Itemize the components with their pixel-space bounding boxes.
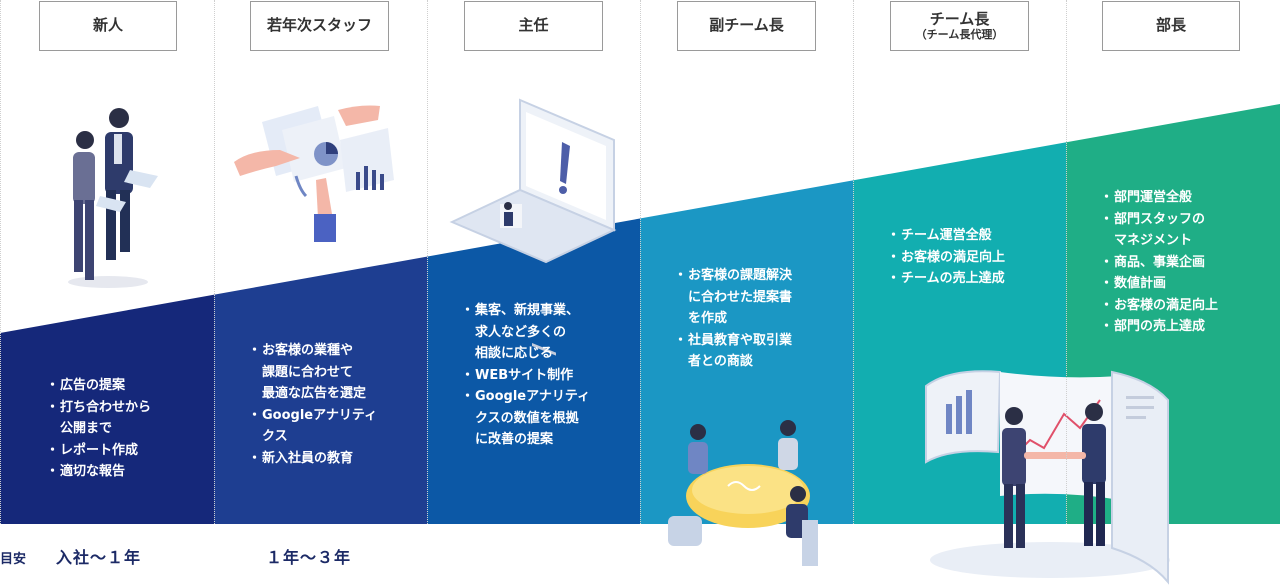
header-junior-staff: 若年次スタッフ <box>250 1 389 51</box>
duties-department-head: 部門運営全般部門スタッフのマネジメント商品、事業企画数値計画お客様の満足向上部門… <box>1100 187 1272 338</box>
leader-illustration <box>925 370 1170 585</box>
duties-chief: 集客、新規事業、求人など多くの相談に応じるWEBサイト制作Googleアナリティ… <box>461 300 631 451</box>
footer-period-2: １年〜３年 <box>266 548 352 567</box>
column-divider <box>640 0 641 524</box>
duties-team-leader: チーム運営全般お客様の満足向上チームの売上達成 <box>887 225 1057 290</box>
vice-leader-illustration <box>668 420 818 566</box>
column-divider <box>1066 0 1067 524</box>
header-title: チーム長 <box>929 9 990 28</box>
footer-period-1: 入社〜１年 <box>56 548 142 567</box>
duties-vice-leader: お客様の課題解決に合わせた提案書を作成社員教育や取引業者との商談 <box>674 265 844 373</box>
duty-item: お客様の満足向上 <box>1100 295 1272 317</box>
header-title: 部長 <box>1155 16 1186 35</box>
header-newcomer: 新人 <box>39 1 177 51</box>
junior-staff-illustration <box>234 105 394 242</box>
column-divider <box>0 0 1 524</box>
header-vice-leader: 副チーム長 <box>677 1 816 51</box>
duty-item: 適切な報告 <box>46 461 208 483</box>
duty-item: 広告の提案 <box>46 375 208 397</box>
header-title: 若年次スタッフ <box>266 16 372 35</box>
duties-newcomer: 広告の提案打ち合わせから公開までレポート作成適切な報告 <box>46 375 208 483</box>
header-subtitle: （チーム長代理） <box>915 27 1004 41</box>
duty-item: チームの売上達成 <box>887 268 1057 290</box>
header-title: 副チーム長 <box>709 16 784 35</box>
footer-guide-label: 目安 <box>0 552 27 567</box>
duty-item: お客様の満足向上 <box>887 247 1057 269</box>
header-title: 新人 <box>92 16 123 35</box>
duties-junior-staff: お客様の業種や課題に合わせて最適な広告を選定Googleアナリティクス新入社員の… <box>248 340 418 470</box>
duty-item: 部門の売上達成 <box>1100 316 1272 338</box>
column-divider <box>214 0 215 524</box>
header-title: 主任 <box>518 16 549 35</box>
newcomer-illustration <box>68 108 158 288</box>
header-department-head: 部長 <box>1102 1 1240 51</box>
duty-item: 商品、事業企画 <box>1100 252 1272 274</box>
header-team-leader: チーム長 （チーム長代理） <box>890 1 1029 51</box>
chief-illustration <box>449 98 617 356</box>
duty-item: WEBサイト制作 <box>461 365 631 387</box>
duty-item: 新入社員の教育 <box>248 448 418 470</box>
column-divider <box>427 0 428 524</box>
header-chief: 主任 <box>464 1 603 51</box>
column-divider <box>853 0 854 524</box>
duty-item: レポート作成 <box>46 440 208 462</box>
duty-item: チーム運営全般 <box>887 225 1057 247</box>
duty-item: 数値計画 <box>1100 273 1272 295</box>
duty-item: 部門運営全般 <box>1100 187 1272 209</box>
